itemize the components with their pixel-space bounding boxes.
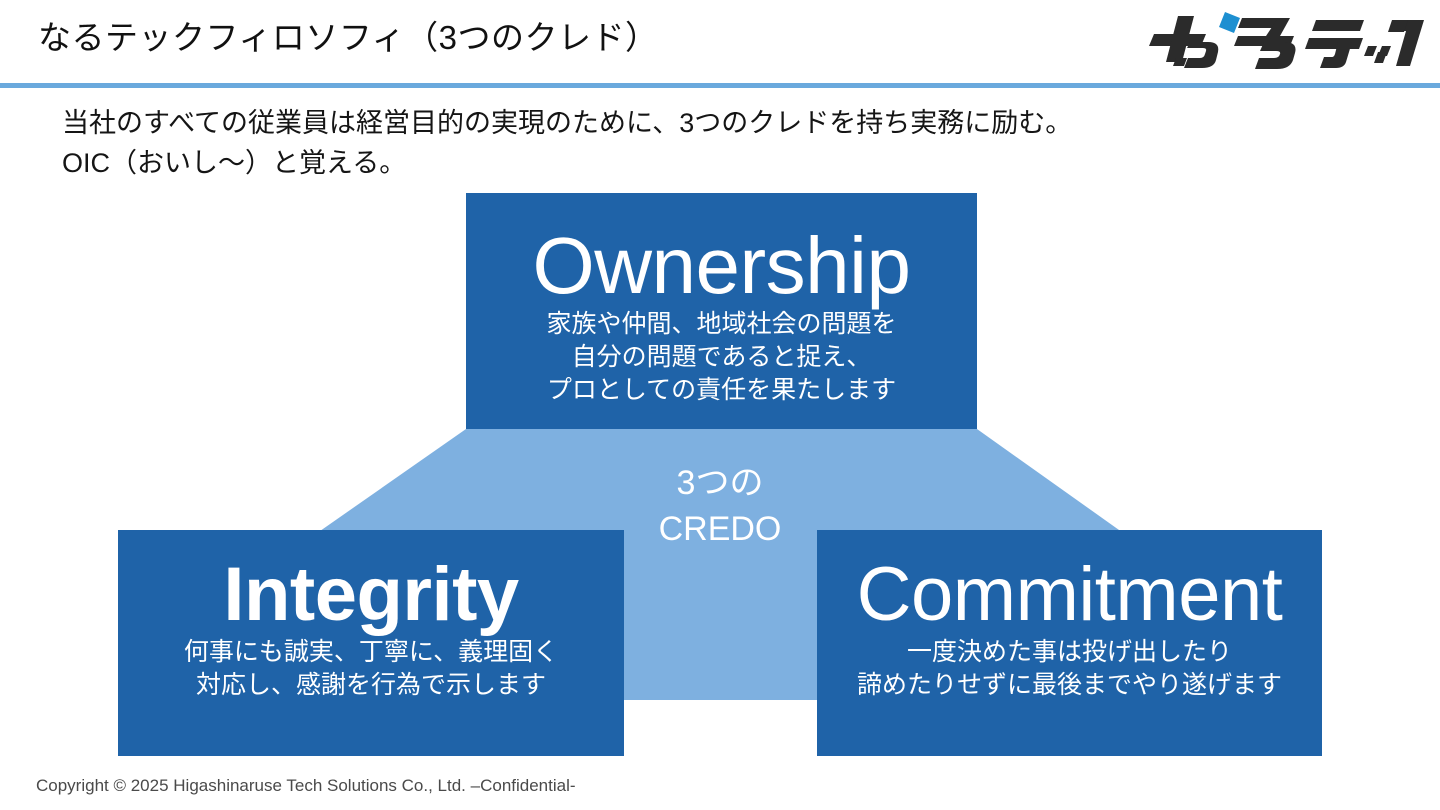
credo-desc-line: 一度決めた事は投げ出したり <box>906 637 1232 666</box>
lead-line-1: 当社のすべての従業員は経営目的の実現のために、3つのクレドを持ち実務に励む。 <box>62 108 1073 138</box>
credo-description-integrity: 何事にも誠実、丁寧に、義理固く 対応し、感謝を行為で示します <box>184 636 558 702</box>
credo-name-integrity: Integrity <box>223 552 519 638</box>
credo-description-commitment: 一度決めた事は投げ出したり 諦めたりせずに最後までやり遂げます <box>857 636 1282 702</box>
credo-card-commitment[interactable]: Commitment 一度決めた事は投げ出したり 諦めたりせずに最後までやり遂げ… <box>817 530 1322 756</box>
credo-description-ownership: 家族や仲間、地域社会の問題を 自分の問題であると捉え、 プロとしての責任を果たし… <box>546 308 896 407</box>
credo-desc-line: プロとしての責任を果たします <box>546 376 897 405</box>
credo-desc-line: 対応し、感謝を行為で示します <box>195 670 546 699</box>
narutech-logo <box>1146 8 1426 72</box>
footer-copyright: Copyright © 2025 Higashinaruse Tech Solu… <box>36 776 576 795</box>
header-divider <box>0 83 1440 88</box>
funnel-shape <box>290 429 1150 700</box>
lead-line-2: OIC（おいし～）と覚える。 <box>62 148 407 178</box>
credo-card-integrity[interactable]: Integrity 何事にも誠実、丁寧に、義理固く 対応し、感謝を行為で示します <box>118 530 624 756</box>
credo-desc-line: 自分の問題であると捉え、 <box>571 343 872 372</box>
credo-diagram: Ownership 家族や仲間、地域社会の問題を 自分の問題であると捉え、 プロ… <box>0 180 1440 770</box>
credo-card-ownership[interactable]: Ownership 家族や仲間、地域社会の問題を 自分の問題であると捉え、 プロ… <box>466 193 977 429</box>
credo-desc-line: 何事にも誠実、丁寧に、義理固く <box>183 637 559 666</box>
credo-name-commitment: Commitment <box>856 552 1283 638</box>
lead-paragraph: 当社のすべての従業員は経営目的の実現のために、3つのクレドを持ち実務に励む。 O… <box>62 103 1382 183</box>
credo-desc-line: 諦めたりせずに最後までやり遂げます <box>856 670 1282 699</box>
credo-desc-line: 家族や仲間、地域社会の問題を <box>546 310 897 339</box>
credo-name-ownership: Ownership <box>532 220 911 310</box>
logo-diamond-accent <box>1219 12 1240 33</box>
page-title: なるテックフィロソフィ（3つのクレド） <box>38 19 659 56</box>
